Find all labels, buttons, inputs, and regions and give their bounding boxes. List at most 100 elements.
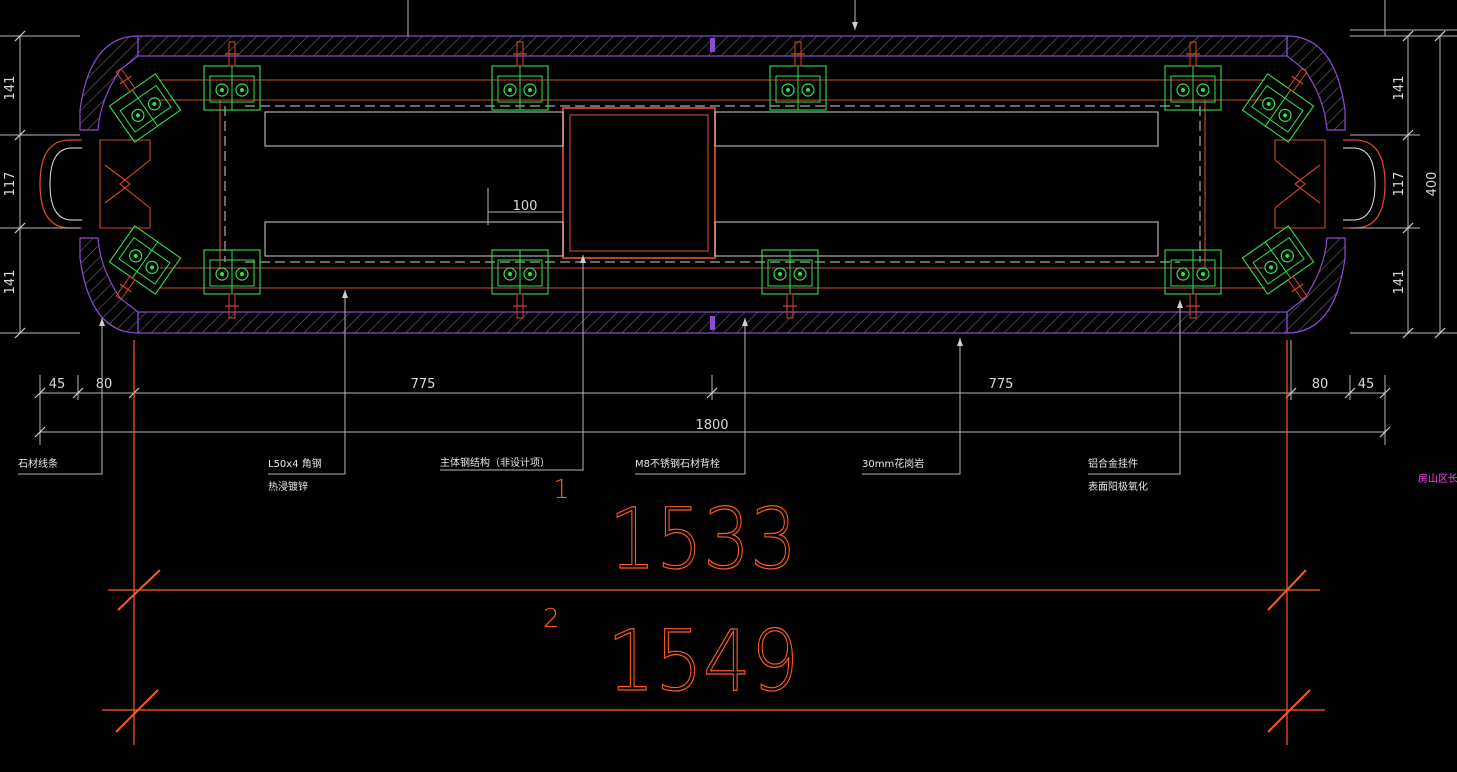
bolt-circle [801, 83, 815, 97]
dim-left-bottom: 141 [3, 270, 18, 295]
bolt-circle [235, 267, 249, 281]
bolt-center [133, 253, 138, 258]
left-v-cleat [99, 139, 151, 229]
anchor-washer [119, 283, 132, 293]
steel-frame [99, 79, 1326, 289]
bolt-circle [523, 83, 537, 97]
dim-left-mid: 117 [3, 172, 18, 197]
bolt-circle [1280, 249, 1294, 263]
bolt-center [152, 101, 157, 106]
bolt-center [528, 272, 532, 276]
bolt-center [1283, 113, 1288, 118]
dim-right-bottom: 141 [1392, 270, 1407, 295]
bolt-center [508, 272, 512, 276]
leader-angle-steel [268, 290, 346, 475]
leader-arrows [99, 22, 1183, 346]
bolt-center [240, 88, 244, 92]
anchor-washer [119, 75, 132, 85]
angle-bottom-left [264, 221, 564, 257]
measure-tick-2b [1267, 689, 1311, 733]
stone-joint-bottom [710, 316, 715, 330]
bolt-circle [523, 267, 537, 281]
leader-stone-trim [18, 318, 103, 475]
anchor-washer [1291, 75, 1304, 85]
bolt-circle [1264, 260, 1278, 274]
right-u-profile-inner [1343, 147, 1376, 221]
leader-lines [18, 255, 1181, 475]
bracket-bottom-4 [1164, 249, 1222, 319]
bracket-corner-top-left [108, 67, 182, 143]
dim-right-top: 141 [1392, 76, 1407, 101]
bracket-corner-bottom-right [1241, 225, 1315, 301]
bracket-top-1 [203, 41, 261, 111]
note-bracket-2: 表面阳极氧化 [1088, 480, 1148, 493]
leader-main-steel [440, 255, 584, 471]
bolt-circle [503, 83, 517, 97]
dim-total-width: 1800 [695, 418, 728, 433]
bolt-center [1201, 272, 1205, 276]
dim-gap-100: 100 [513, 199, 538, 214]
stone-cladding-section [39, 35, 1386, 334]
bolt-center [1181, 88, 1185, 92]
bracket-divider [131, 241, 159, 279]
note-granite: 30mm花岗岩 [862, 457, 924, 470]
leader-granite [862, 338, 961, 475]
bolt-circle [1176, 267, 1190, 281]
dim-bottom-80-right: 80 [1312, 377, 1329, 392]
note-angle-steel-1: L50x4 角钢 [268, 457, 322, 470]
bolt-circle [235, 83, 249, 97]
dim-bottom-45-right: 45 [1358, 377, 1375, 392]
bracket-bottom-3 [761, 249, 819, 319]
bolt-circle [503, 267, 517, 281]
bolt-center [806, 88, 810, 92]
bolt-center [1285, 253, 1290, 258]
note-angle-steel-2: 热浸镀锌 [268, 480, 308, 493]
bolt-circle [773, 267, 787, 281]
bolt-center [220, 272, 224, 276]
bracket-group [108, 41, 1315, 319]
bolt-circle [131, 108, 145, 122]
bracket-bottom-1 [203, 249, 261, 319]
bolt-circle [215, 83, 229, 97]
dim-bottom-45-left: 45 [49, 377, 66, 392]
bolt-center [786, 88, 790, 92]
bracket-divider [1264, 241, 1292, 279]
bolt-circle [793, 267, 807, 281]
right-u-profile [1343, 139, 1386, 229]
bolt-center [528, 88, 532, 92]
dim-total-height: 400 [1425, 172, 1440, 197]
bolt-circle [145, 260, 159, 274]
angle-bottom-right [714, 221, 1159, 257]
right-v-cleat-inner [1294, 164, 1321, 204]
dim-right-mid: 117 [1392, 172, 1407, 197]
bolt-circle [129, 249, 143, 263]
bolt-center [508, 88, 512, 92]
measurement-overlay [102, 340, 1325, 745]
bracket-corner-top-right [1241, 67, 1315, 143]
bolt-center [1201, 88, 1205, 92]
bolt-center [1268, 265, 1273, 270]
note-anchor: M8不锈钢石材背栓 [635, 457, 720, 470]
angle-top-right [714, 111, 1159, 147]
bolt-center [220, 88, 224, 92]
main-steel-box-inner [569, 114, 709, 252]
bolt-circle [1278, 108, 1292, 122]
note-texts: 石材线条 L50x4 角钢 热浸镀锌 主体钢结构（非设计项） M8不锈钢石材背栓… [18, 456, 1457, 493]
bracket-corner-bottom-left [108, 225, 182, 301]
bracket-top-4 [1164, 41, 1222, 111]
measure-tick-2a [115, 689, 159, 733]
bolt-center [778, 272, 782, 276]
anchor-washer [1291, 283, 1304, 293]
bolt-center [240, 272, 244, 276]
measure-1-value: 1533 [609, 490, 797, 588]
measure-tick-1a [117, 569, 161, 611]
bracket-divider [1264, 89, 1292, 127]
bolt-circle [1262, 97, 1276, 111]
measure-2-value: 1549 [607, 612, 799, 710]
bracket-top-3 [769, 41, 827, 111]
bracket-top-2 [491, 41, 549, 111]
dimension-ticks [14, 30, 1446, 438]
note-stone-trim: 石材线条 [18, 457, 58, 470]
dim-bottom-775-right: 775 [989, 377, 1014, 392]
dim-bottom-80-left: 80 [96, 377, 113, 392]
